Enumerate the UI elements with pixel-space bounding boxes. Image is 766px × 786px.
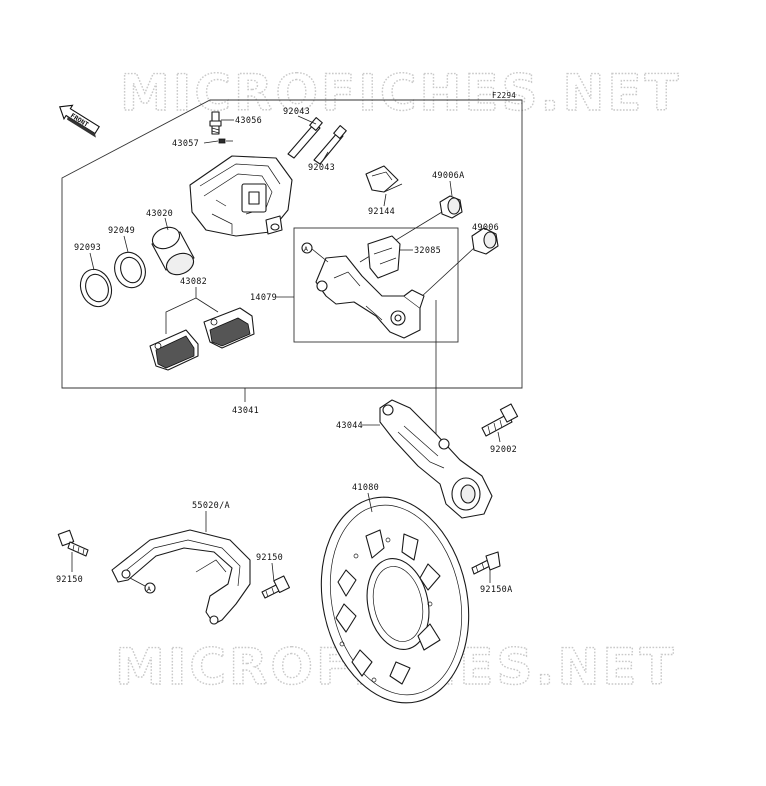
seal-92093 [79,268,113,308]
retainer-32085 [367,235,401,279]
label-43020: 43020 [146,209,173,219]
bracket-assembly-outline [293,227,459,343]
label-43057: 43057 [172,139,199,149]
pin-92043-b [313,125,347,165]
boot-49006 [471,227,499,255]
label-43082: 43082 [180,277,207,287]
label-92049: 92049 [108,226,135,236]
label-92150-right: 92150 [256,553,283,563]
boot-49006A [439,195,463,219]
label-92043-a: 92043 [283,107,310,117]
brake-pad-rear [203,307,255,349]
label-43041: 43041 [232,406,259,416]
bleed-cap-43057 [218,138,226,144]
label-49006A: 49006A [432,171,465,181]
front-arrow-icon: FRONT [59,104,100,138]
watermark-top: MICROFICHES.NET [120,64,682,122]
pin-92043-a [287,117,323,159]
bleed-valve-43056 [209,111,222,135]
disc-guard-55020 [111,529,251,625]
label-43044: 43044 [336,421,363,431]
piston-43020 [151,226,195,276]
brake-disc-41080 [320,496,470,704]
label-92043-b: 92043 [308,163,335,173]
caliper-body [189,155,293,237]
ref-marker-a-bottom-text: A [147,585,151,593]
label-55020: 55020/A [192,501,230,511]
caliper-bracket-14079 [315,255,425,339]
bolt-92150-right [261,575,291,599]
label-92002: 92002 [490,445,517,455]
ref-marker-a-top [301,242,313,254]
diagram-code: F2294 [492,91,516,100]
caliper-assembly-outline [61,99,523,389]
caliper-holder-43044 [379,399,493,519]
label-49006: 49006 [472,223,499,233]
bolt-92002 [481,403,519,437]
label-32085: 32085 [414,246,441,256]
pad-spring-92144 [365,165,403,193]
label-41080: 41080 [352,483,379,493]
label-92093: 92093 [74,243,101,253]
label-92144: 92144 [368,207,395,217]
seal-92049 [114,251,146,289]
ref-marker-a-top-text: A [304,245,308,253]
label-92150A: 92150A [480,585,513,595]
ref-marker-a-bottom [144,582,156,594]
bolt-92150A [471,551,501,575]
brake-pad-front [149,329,199,371]
label-43056: 43056 [235,116,262,126]
label-14079: 14079 [250,293,277,303]
label-92150-left: 92150 [56,575,83,585]
bolt-92150-left [57,529,89,557]
